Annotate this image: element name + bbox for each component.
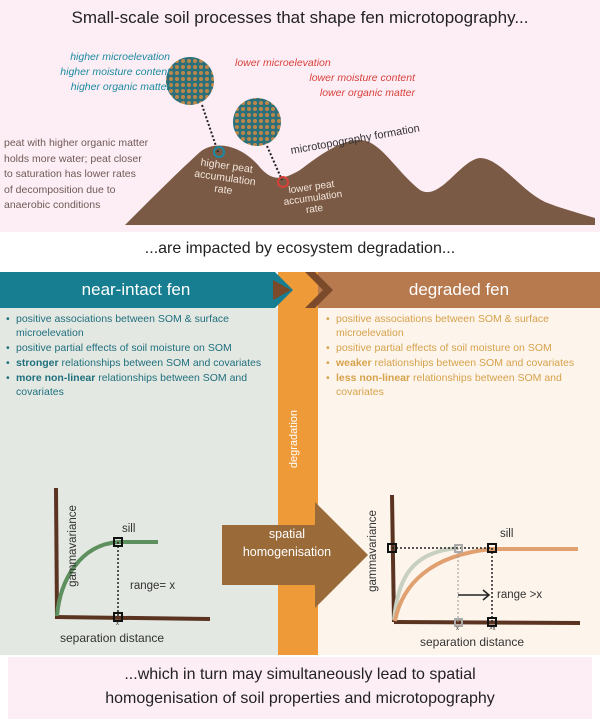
near-intact-variogram xyxy=(54,487,211,622)
right-range-label: range >x xyxy=(497,589,543,601)
sill-marker xyxy=(113,537,123,547)
degraded-bullets: positive associations between SOM & surf… xyxy=(326,312,598,400)
right-sill-label: sill xyxy=(500,528,514,540)
high-labels: higher microelevation higher moisture co… xyxy=(60,51,170,93)
high-peat-sample-icon xyxy=(166,57,214,105)
soil-hills xyxy=(125,140,595,225)
y-axis xyxy=(390,494,396,623)
list-item: positive associations between SOM & surf… xyxy=(326,312,598,340)
list-item: positive partial effects of soil moistur… xyxy=(326,341,598,355)
right-y-label: gammavariance xyxy=(367,510,379,592)
degraded-variogram xyxy=(387,494,581,627)
homogenisation-arrow-icon xyxy=(222,502,368,608)
right-x-label: separation distance xyxy=(420,635,525,649)
degraded-header: degraded fen xyxy=(318,272,600,308)
near-intact-header: near-intact fen xyxy=(0,272,272,308)
left-x-tick: x xyxy=(116,621,119,627)
left-y-label: gammavariance xyxy=(67,505,79,587)
range-marker xyxy=(487,617,497,627)
left-range-label: range= x xyxy=(130,580,176,592)
low-peat-sample-icon xyxy=(233,98,281,146)
original-curve xyxy=(392,546,459,621)
left-sill-label: sill xyxy=(122,523,136,535)
low-point-marker xyxy=(277,176,289,188)
hills-illustration xyxy=(125,57,595,225)
x-axis xyxy=(54,615,211,621)
degradation-band xyxy=(278,272,318,655)
left-x-label: separation distance xyxy=(60,631,165,645)
sill-marker xyxy=(487,543,497,553)
near-intact-bullets: positive associations between SOM & surf… xyxy=(6,312,274,400)
middle-text: ...are impacted by ecosystem degradation… xyxy=(144,240,456,257)
high-point-marker xyxy=(213,146,225,158)
range-marker xyxy=(113,612,123,622)
page-title: Small-scale soil processes that shape fe… xyxy=(71,8,529,27)
y-axis xyxy=(54,487,59,619)
list-item: less non-linear relationships between SO… xyxy=(326,371,598,399)
list-item: stronger relationships between SOM and c… xyxy=(6,356,274,370)
right-x-tick: x xyxy=(456,626,459,632)
list-item: positive associations between SOM & surf… xyxy=(6,312,274,340)
list-item: more non-linear relationships between SO… xyxy=(6,371,274,399)
list-item: weaker relationships between SOM and cov… xyxy=(326,356,598,370)
degradation-label: degradation xyxy=(288,410,300,469)
list-item: positive partial effects of soil moistur… xyxy=(6,341,274,355)
right-gx-tick: >x xyxy=(489,626,496,632)
degraded-curve xyxy=(393,547,578,622)
low-labels: lower microelevation lower moisture cont… xyxy=(235,57,415,99)
bottom-text: ...which in turn may simultaneously lead… xyxy=(8,657,592,719)
chevron-arrows-icon xyxy=(265,272,333,308)
